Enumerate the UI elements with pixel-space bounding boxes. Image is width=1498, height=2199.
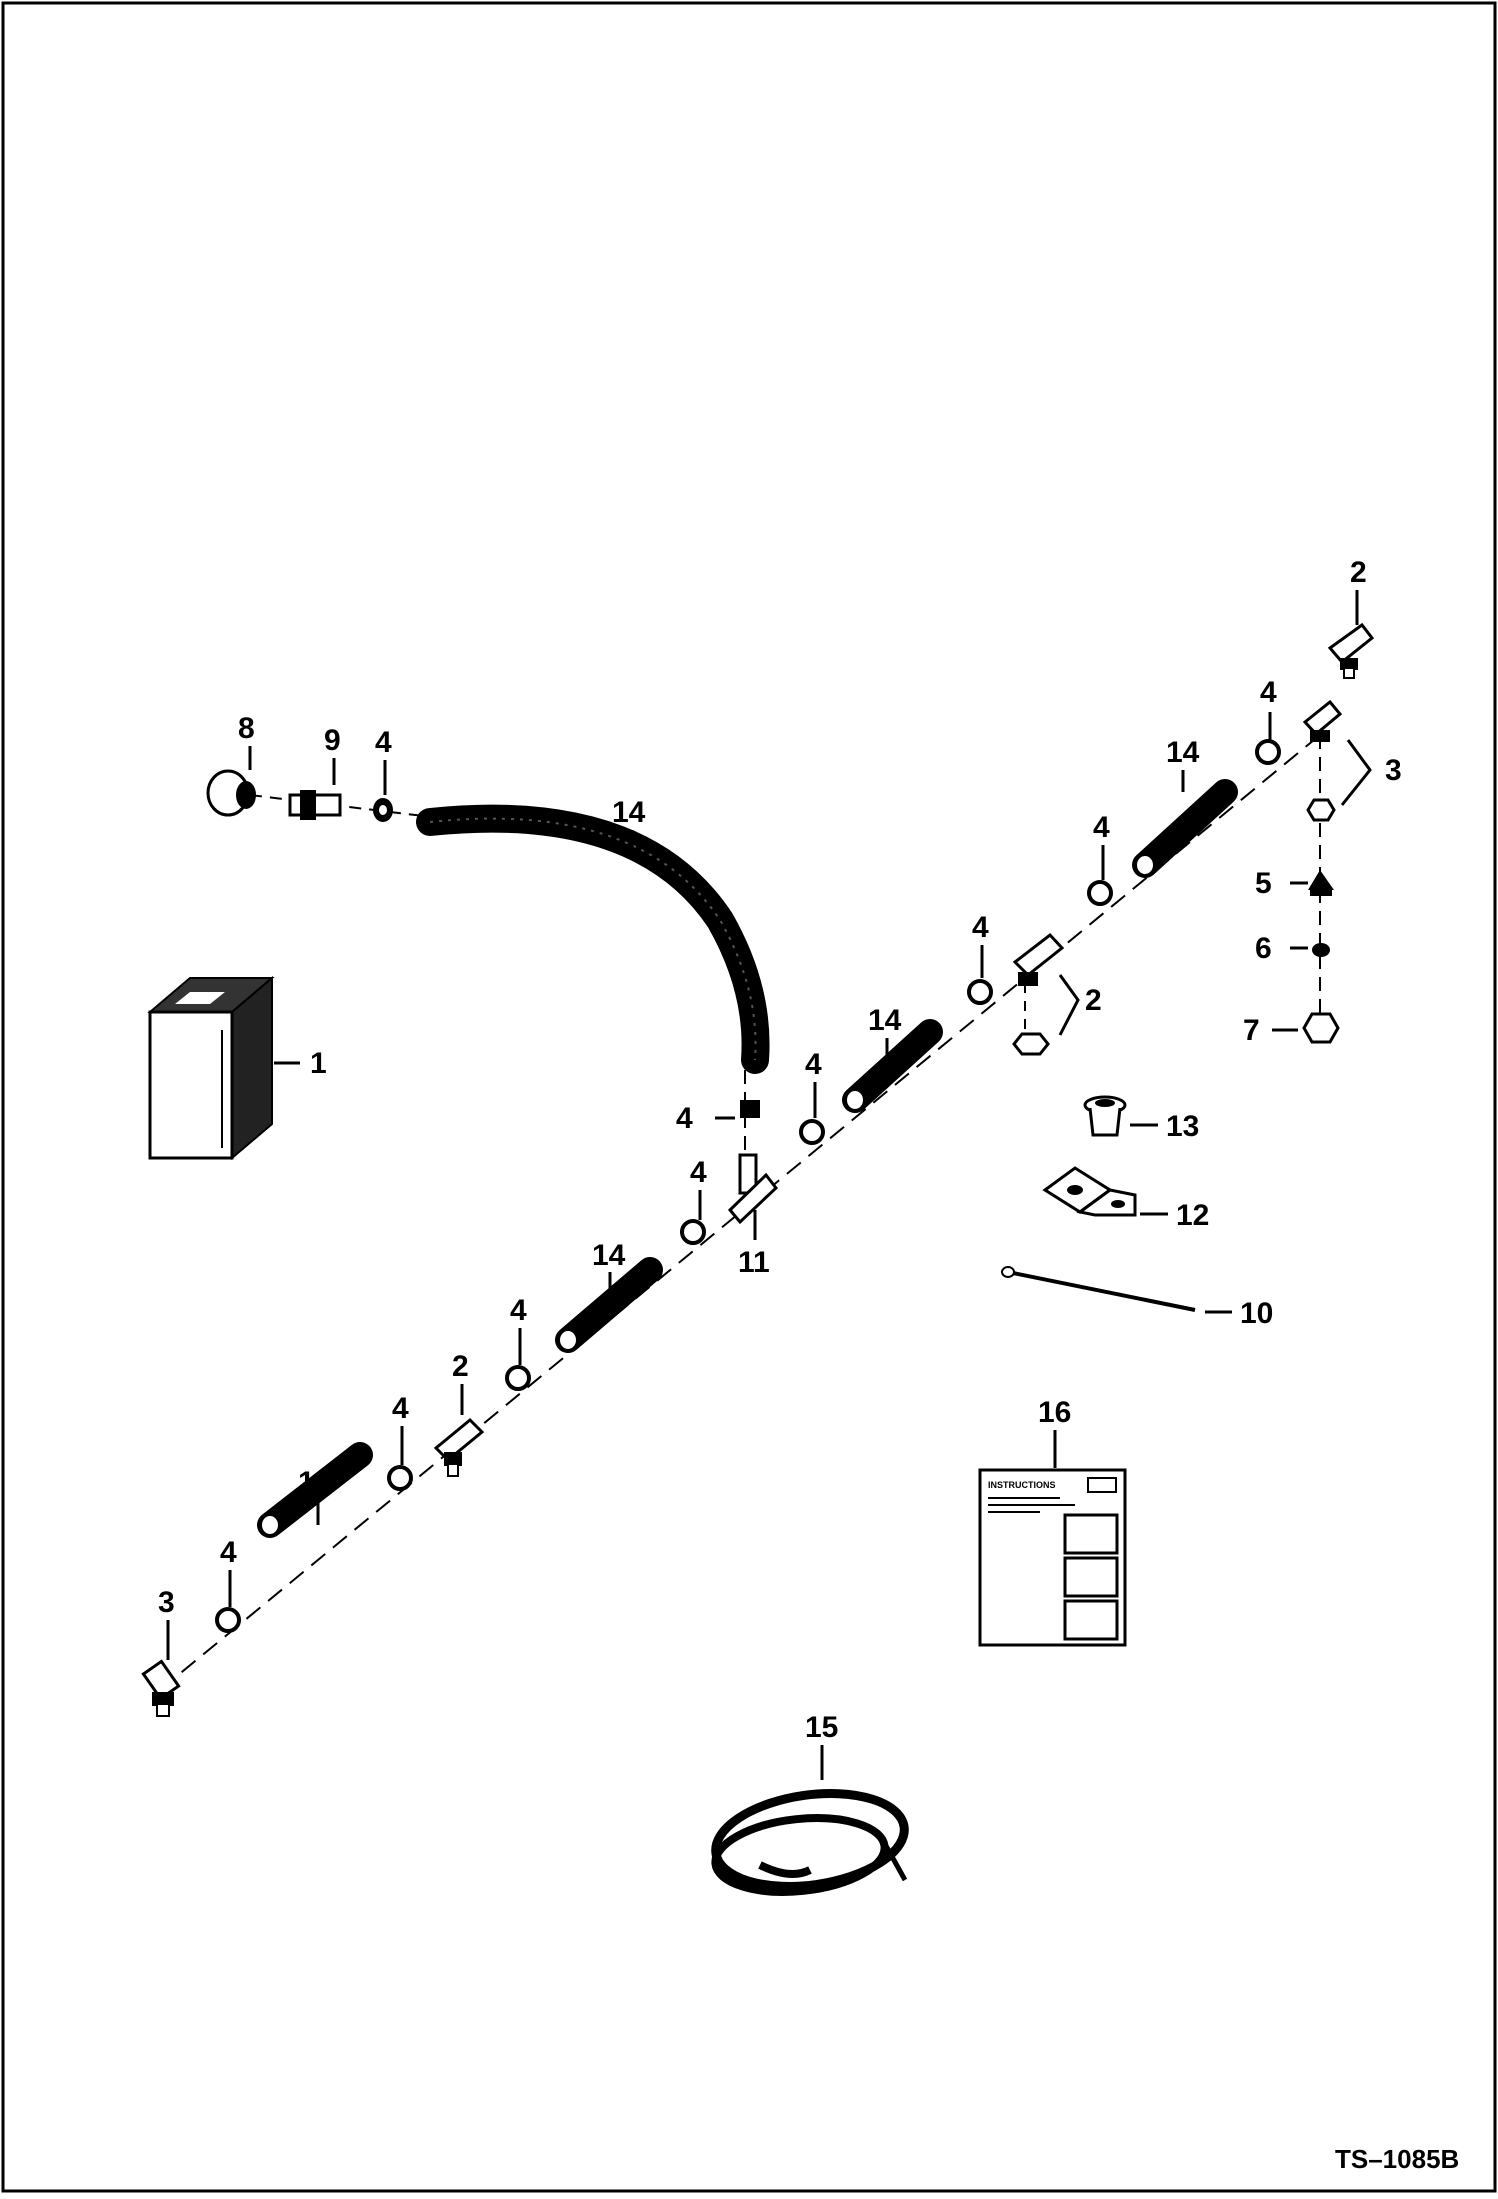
hose-end bbox=[260, 1514, 280, 1536]
callout-labels: 1 2 2 2 3 3 4 4 4 4 4 4 4 4 4 4 4 5 6 7 … bbox=[158, 556, 1459, 2174]
part-1-grease-cartridge-box bbox=[147, 975, 275, 1161]
callout-12: 12 bbox=[1176, 1199, 1209, 1232]
hose-end bbox=[845, 1089, 865, 1111]
callout-4: 4 bbox=[805, 1048, 822, 1081]
callout-6: 6 bbox=[1255, 932, 1272, 965]
callout-4: 4 bbox=[1260, 676, 1277, 709]
callout-4: 4 bbox=[220, 1536, 237, 1569]
callout-10: 10 bbox=[1240, 1297, 1273, 1330]
part-14-hose-seg-3 bbox=[842, 1019, 943, 1113]
callout-4-top: 4 bbox=[375, 726, 392, 759]
drawing-code: TS–1085B bbox=[1335, 2144, 1459, 2174]
part-2-tee-fitting-lower bbox=[433, 1417, 485, 1477]
part-5-fitting bbox=[1308, 870, 1334, 896]
part-8-cap bbox=[206, 769, 256, 817]
part-9-fitting bbox=[288, 790, 342, 820]
callout-7: 7 bbox=[1243, 1014, 1260, 1047]
part-2-tee-fitting-top bbox=[1327, 622, 1375, 679]
callout-leaders bbox=[166, 590, 1359, 1660]
callout-11: 11 bbox=[738, 1246, 770, 1279]
part-3-elbow-fitting-bottom bbox=[141, 1659, 181, 1717]
callout-8: 8 bbox=[238, 712, 255, 745]
hose-end bbox=[558, 1329, 578, 1351]
callout-4: 4 bbox=[392, 1392, 409, 1425]
callout-14: 14 bbox=[1166, 736, 1200, 769]
part-11-tee-fitting bbox=[727, 1153, 779, 1225]
callout-5: 5 bbox=[1255, 867, 1272, 900]
part-4-sleeves-diagonal bbox=[215, 739, 1281, 1633]
part-16-instructions-card: INSTRUCTIONS bbox=[978, 1468, 1127, 1647]
part-6-washer bbox=[1312, 943, 1330, 957]
callout-1: 1 bbox=[310, 1047, 327, 1080]
callout-15: 15 bbox=[805, 1711, 838, 1744]
part-13-bushing bbox=[1083, 1095, 1127, 1137]
bracket-3-top bbox=[1340, 739, 1372, 806]
part-15-coiled-tubing bbox=[711, 1789, 909, 1896]
part-2-tee-fitting-middle bbox=[1012, 932, 1065, 1056]
callout-14-curved: 14 bbox=[612, 796, 646, 829]
part-14-hose-seg-4 bbox=[1132, 779, 1238, 878]
callout-2-top: 2 bbox=[1350, 556, 1367, 589]
part-10-cable-tie bbox=[1001, 1266, 1196, 1312]
instructions-card-heading: INSTRUCTIONS bbox=[988, 1480, 1056, 1490]
part-3-elbow-fitting-top bbox=[1302, 699, 1343, 822]
callout-13: 13 bbox=[1166, 1110, 1199, 1143]
callout-14: 14 bbox=[298, 1466, 332, 1499]
part-4-sleeve-top bbox=[373, 798, 393, 822]
hose-end bbox=[1135, 854, 1155, 876]
callout-14: 14 bbox=[592, 1239, 626, 1272]
callout-4-branch: 4 bbox=[676, 1102, 693, 1135]
callout-2-lower: 2 bbox=[452, 1350, 469, 1383]
callout-4: 4 bbox=[972, 911, 989, 944]
part-7-nut bbox=[1302, 1012, 1340, 1044]
callout-14: 14 bbox=[868, 1004, 902, 1037]
callout-9: 9 bbox=[324, 724, 341, 757]
top-line-centerline bbox=[249, 794, 441, 819]
bracket-2-middle bbox=[1058, 974, 1080, 1036]
callout-4: 4 bbox=[690, 1156, 707, 1189]
part-4-sleeve-branch bbox=[740, 1100, 760, 1118]
part-14-hose-seg-2 bbox=[555, 1257, 663, 1353]
callout-16: 16 bbox=[1038, 1396, 1071, 1429]
callout-3-bottom: 3 bbox=[158, 1586, 175, 1619]
callout-4: 4 bbox=[1093, 811, 1110, 844]
part-12-bracket bbox=[1042, 1166, 1137, 1217]
callout-2-middle: 2 bbox=[1085, 984, 1102, 1017]
hose-texture bbox=[429, 817, 757, 1061]
part-14-hose-seg-1 bbox=[257, 1442, 373, 1538]
callout-3-top: 3 bbox=[1385, 754, 1402, 787]
callout-4: 4 bbox=[510, 1294, 527, 1327]
